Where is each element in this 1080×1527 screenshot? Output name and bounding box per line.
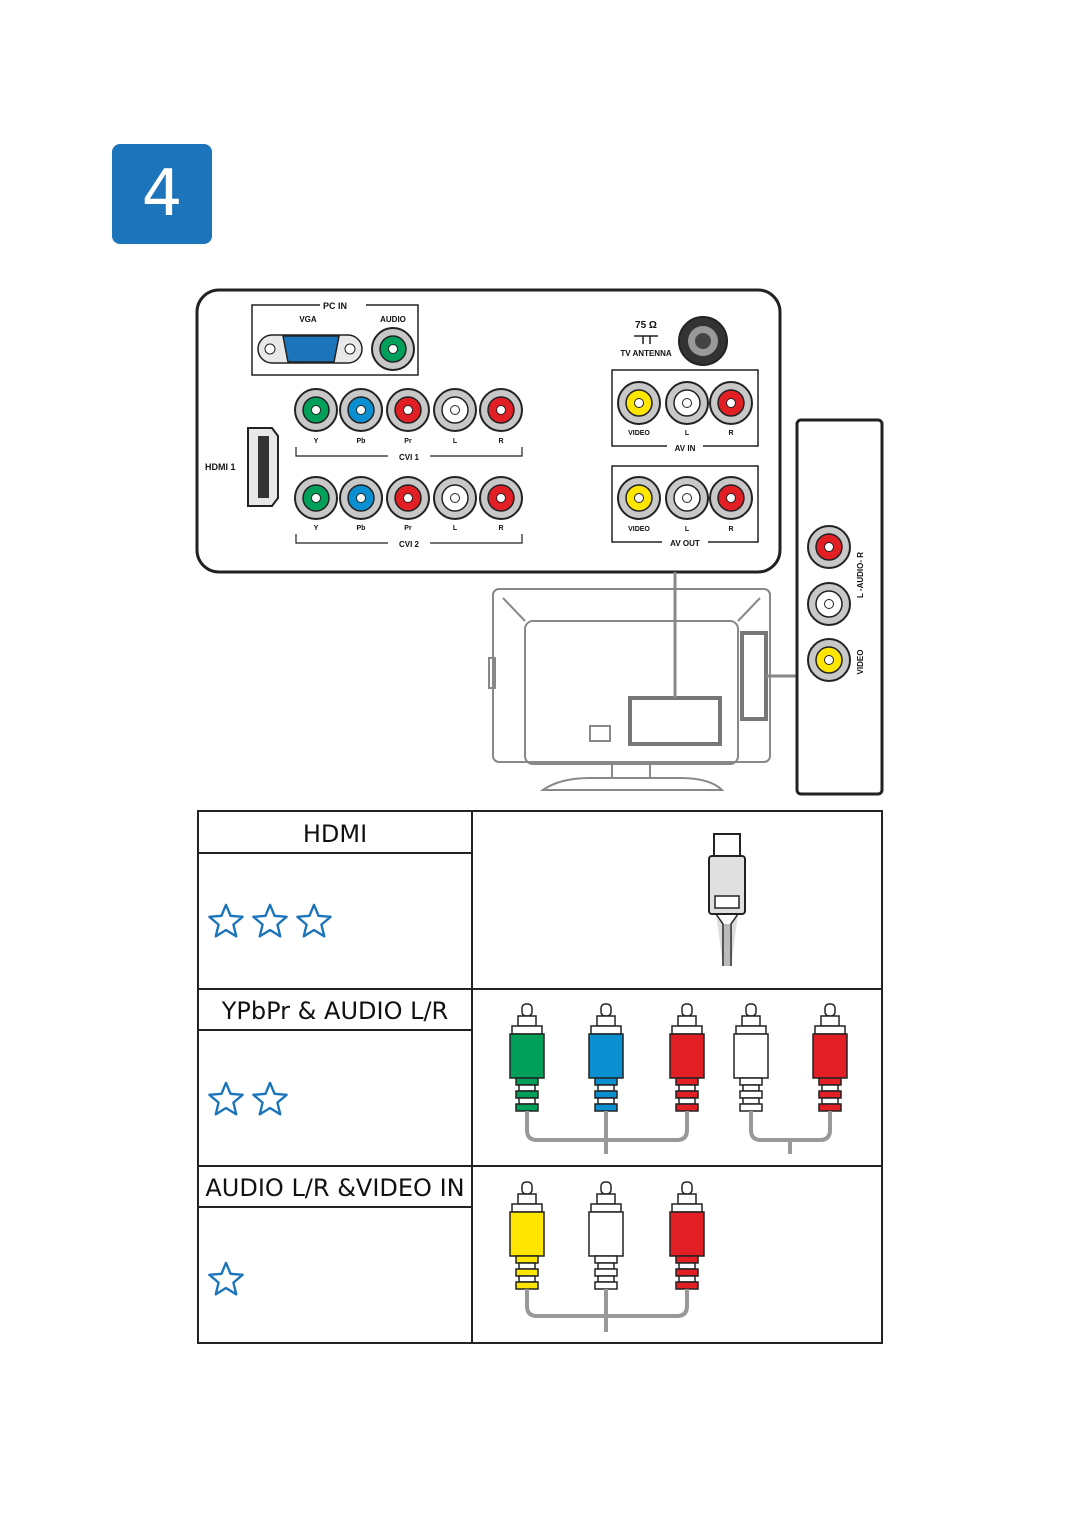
- vga-port[interactable]: [257, 334, 363, 364]
- cvi2-y-jack[interactable]: [294, 476, 338, 520]
- side-audio-label: L -AUDIO- R: [856, 552, 865, 598]
- hdmi-cable-plug: [708, 833, 746, 966]
- side-audio-l-jack[interactable]: [807, 582, 851, 626]
- cvi2-jacks: [294, 476, 523, 520]
- tv-back-illustration: [488, 588, 771, 791]
- rating-av: [207, 1260, 245, 1298]
- star-icon: [208, 1261, 244, 1296]
- hdmi1-label: HDMI 1: [205, 462, 236, 472]
- row-title-ypbpr: YPbPr & AUDIO L/R: [221, 997, 449, 1025]
- av-out-l-label: L: [685, 526, 690, 533]
- row-title-hdmi: HDMI: [302, 820, 368, 848]
- av-in-label: AV IN: [675, 444, 696, 453]
- av-in-r-label: R: [728, 430, 733, 437]
- row-title-av: AUDIO L/R &VIDEO IN: [205, 1174, 465, 1202]
- impedance-label: 75 Ω: [635, 320, 657, 331]
- vga-label: VGA: [299, 315, 317, 324]
- pc-audio-jack[interactable]: [371, 327, 415, 371]
- star-icon: [208, 1081, 244, 1116]
- av-in-l-jack[interactable]: [665, 381, 709, 425]
- cvi1-l-label: L: [453, 438, 458, 445]
- cvi2-r-jack[interactable]: [479, 476, 523, 520]
- av-out-video-label: VIDEO: [628, 526, 650, 533]
- cvi1-y-label: Y: [314, 438, 319, 445]
- cvi1-y-jack[interactable]: [294, 388, 338, 432]
- tv-connection-diagram: PC IN VGA AUDIO 75 Ω TV ANTENNA HDMI 1 Y…: [195, 288, 884, 796]
- cvi1-pb-jack[interactable]: [339, 388, 383, 432]
- ypbpr-audio-cable: [509, 1003, 848, 1154]
- cvi1-l-jack[interactable]: [433, 388, 477, 432]
- cvi2-l-label: L: [453, 525, 458, 532]
- av-out-r-jack[interactable]: [709, 476, 753, 520]
- cvi1-label: CVI 1: [399, 453, 420, 462]
- av-cable: [509, 1181, 705, 1332]
- rating-hdmi: [207, 902, 333, 940]
- av-in-video-jack[interactable]: [617, 381, 661, 425]
- cvi1-pr-label: Pr: [404, 438, 412, 445]
- step-number-badge: 4: [112, 144, 212, 244]
- cvi2-pb-label: Pb: [357, 525, 366, 532]
- side-audio-r-jack[interactable]: [807, 525, 851, 569]
- rating-ypbpr: [207, 1080, 289, 1118]
- cvi1-r-label: R: [498, 438, 503, 445]
- star-icon: [252, 903, 288, 938]
- av-out-label: AV OUT: [670, 539, 700, 548]
- cvi2-label: CVI 2: [399, 540, 420, 549]
- cable-illustrations: [509, 833, 848, 1332]
- audio-label: AUDIO: [380, 315, 406, 324]
- cvi2-pr-label: Pr: [404, 525, 412, 532]
- cvi2-y-label: Y: [314, 525, 319, 532]
- cvi1-pb-label: Pb: [357, 438, 366, 445]
- av-in-video-label: VIDEO: [628, 430, 650, 437]
- av-in-r-jack[interactable]: [709, 381, 753, 425]
- star-icon: [296, 903, 332, 938]
- antenna-port[interactable]: [678, 316, 728, 366]
- tv-antenna-label: TV ANTENNA: [620, 349, 671, 358]
- av-out-video-jack[interactable]: [617, 476, 661, 520]
- cvi1-jacks: [294, 388, 523, 432]
- side-video-jack[interactable]: [807, 638, 851, 682]
- antenna-symbol-icon: [634, 335, 658, 344]
- pc-in-label: PC IN: [323, 301, 347, 311]
- av-in-l-label: L: [685, 430, 690, 437]
- cvi2-r-label: R: [498, 525, 503, 532]
- cable-quality-table: HDMI YPbPr & AUDIO L/R AUDIO L/R &VIDEO …: [197, 810, 883, 1344]
- star-icon: [208, 903, 244, 938]
- av-out-l-jack[interactable]: [665, 476, 709, 520]
- av-out-r-label: R: [728, 526, 733, 533]
- cvi2-pr-jack[interactable]: [386, 476, 430, 520]
- cvi2-pb-jack[interactable]: [339, 476, 383, 520]
- side-video-label: VIDEO: [856, 650, 865, 675]
- cvi2-l-jack[interactable]: [433, 476, 477, 520]
- hdmi1-port[interactable]: [247, 427, 279, 507]
- star-icon: [252, 1081, 288, 1116]
- cvi1-pr-jack[interactable]: [386, 388, 430, 432]
- cvi1-r-jack[interactable]: [479, 388, 523, 432]
